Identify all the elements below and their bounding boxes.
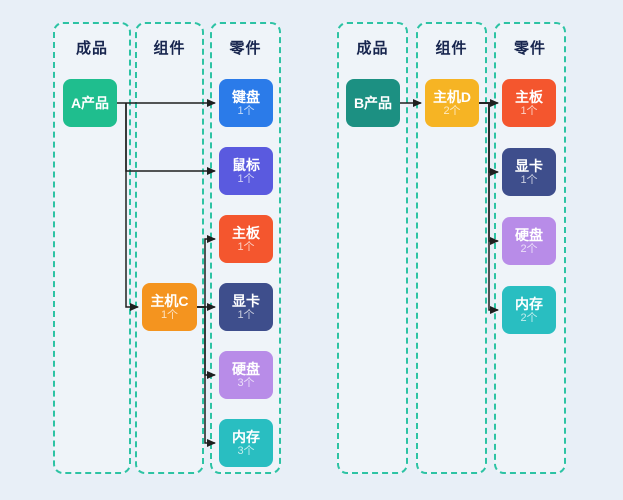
lane-header: 零件: [513, 40, 546, 57]
node-qty: 1个: [237, 105, 255, 118]
node-label: 显卡: [515, 157, 543, 174]
node-label: 显卡: [232, 292, 260, 309]
lane-header: 零件: [229, 40, 262, 57]
node-qty: 3个: [237, 377, 255, 390]
node-hdd-left[interactable]: 硬盘 3个: [219, 351, 273, 399]
node-qty: 2个: [520, 243, 538, 256]
lane-header: 组件: [153, 40, 186, 57]
node-qty: 3个: [237, 445, 255, 458]
node-label: 键盘: [232, 88, 260, 105]
node-qty: 1个: [160, 309, 179, 322]
node-hdd-right[interactable]: 硬盘 2个: [502, 217, 556, 265]
node-product-a[interactable]: A产品: [63, 79, 117, 127]
node-label: 硬盘: [515, 226, 543, 243]
node-label: 主机D: [432, 88, 472, 105]
node-product-b[interactable]: B产品: [346, 79, 400, 127]
node-label: 主板: [232, 224, 260, 241]
node-label: 硬盘: [232, 360, 260, 377]
node-qty: 1个: [237, 241, 255, 254]
node-qty: 1个: [237, 309, 255, 322]
node-mainboard-right[interactable]: 主板 1个: [502, 79, 556, 127]
node-keyboard[interactable]: 键盘 1个: [219, 79, 273, 127]
node-qty: 2个: [443, 105, 461, 118]
node-host-c[interactable]: 主机C 1个: [142, 283, 197, 331]
node-label: B产品: [353, 94, 393, 111]
node-qty: 2个: [520, 312, 538, 325]
node-gpu-left[interactable]: 显卡 1个: [219, 283, 273, 331]
node-qty: 1个: [520, 174, 538, 187]
node-label: 主板: [515, 88, 543, 105]
lane-header: 成品: [356, 40, 389, 57]
lane-left-component: 组件: [135, 22, 204, 474]
node-label: 鼠标: [232, 156, 260, 173]
node-ram-right[interactable]: 内存 2个: [502, 286, 556, 334]
node-label: 主机C: [150, 292, 189, 309]
node-qty: 1个: [520, 105, 538, 118]
node-mainboard-left[interactable]: 主板 1个: [219, 215, 273, 263]
node-label: A产品: [70, 94, 110, 111]
node-label: 内存: [232, 428, 260, 445]
lane-header: 成品: [75, 40, 108, 57]
node-mouse[interactable]: 鼠标 1个: [219, 147, 273, 195]
node-host-d[interactable]: 主机D 2个: [425, 79, 479, 127]
node-gpu-right[interactable]: 显卡 1个: [502, 148, 556, 196]
node-label: 内存: [515, 295, 543, 312]
node-qty: 1个: [237, 173, 255, 186]
node-ram-left[interactable]: 内存 3个: [219, 419, 273, 467]
lane-header: 组件: [435, 40, 468, 57]
